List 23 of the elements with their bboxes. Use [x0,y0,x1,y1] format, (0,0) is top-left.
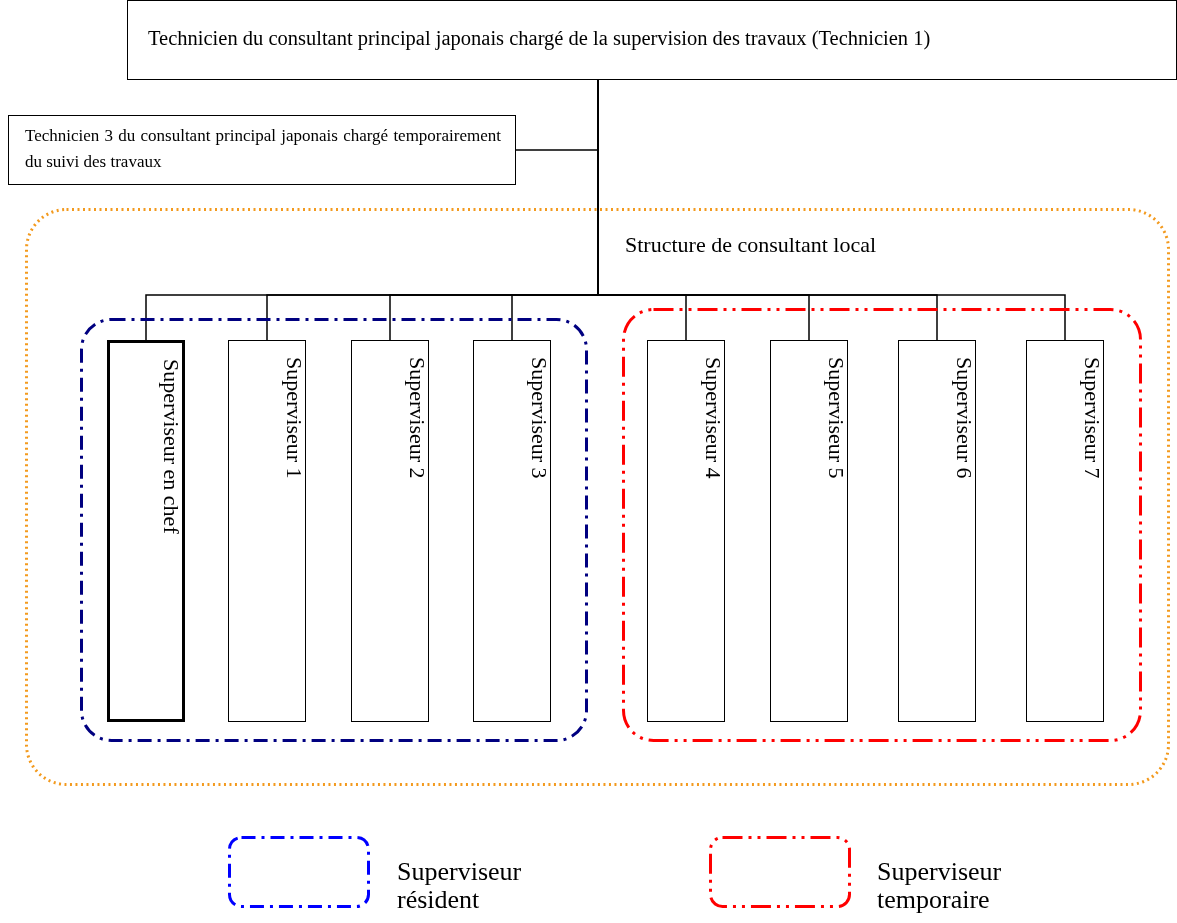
supervisor-label: Superviseur 5 [823,357,847,479]
role-label: Technicien du consultant principal japonais chargé de la supervision des travaux (Technicien 1) [148,27,931,50]
legend-label: Superviseur résident [397,858,523,914]
supervisor-box [107,340,185,722]
supervisor-label: Superviseur 1 [281,357,305,479]
supervisor-label: Superviseur 6 [951,357,975,479]
role-box [127,0,1177,80]
supervisor-box [228,340,306,722]
role-box [8,115,516,185]
supervisor-box [647,340,725,722]
supervisor-label: Superviseur en chef [158,359,182,534]
supervisor-box [770,340,848,722]
supervisor-box [473,340,551,722]
supervisor-box [351,340,429,722]
supervisor-box [1026,340,1104,722]
group-title: Structure de consultant local [625,232,877,258]
supervisor-label: Superviseur 2 [404,357,428,479]
supervisor-label: Superviseur 3 [526,357,550,479]
supervisor-box [898,340,976,722]
legend-label: Superviseur temporaire [877,858,1003,914]
supervisor-label: Superviseur 7 [1079,357,1103,479]
role-label: Technicien 3 du consultant principal japonais chargé temporairement du suivi des travaux [25,125,501,173]
supervisor-label: Superviseur 4 [700,357,724,479]
